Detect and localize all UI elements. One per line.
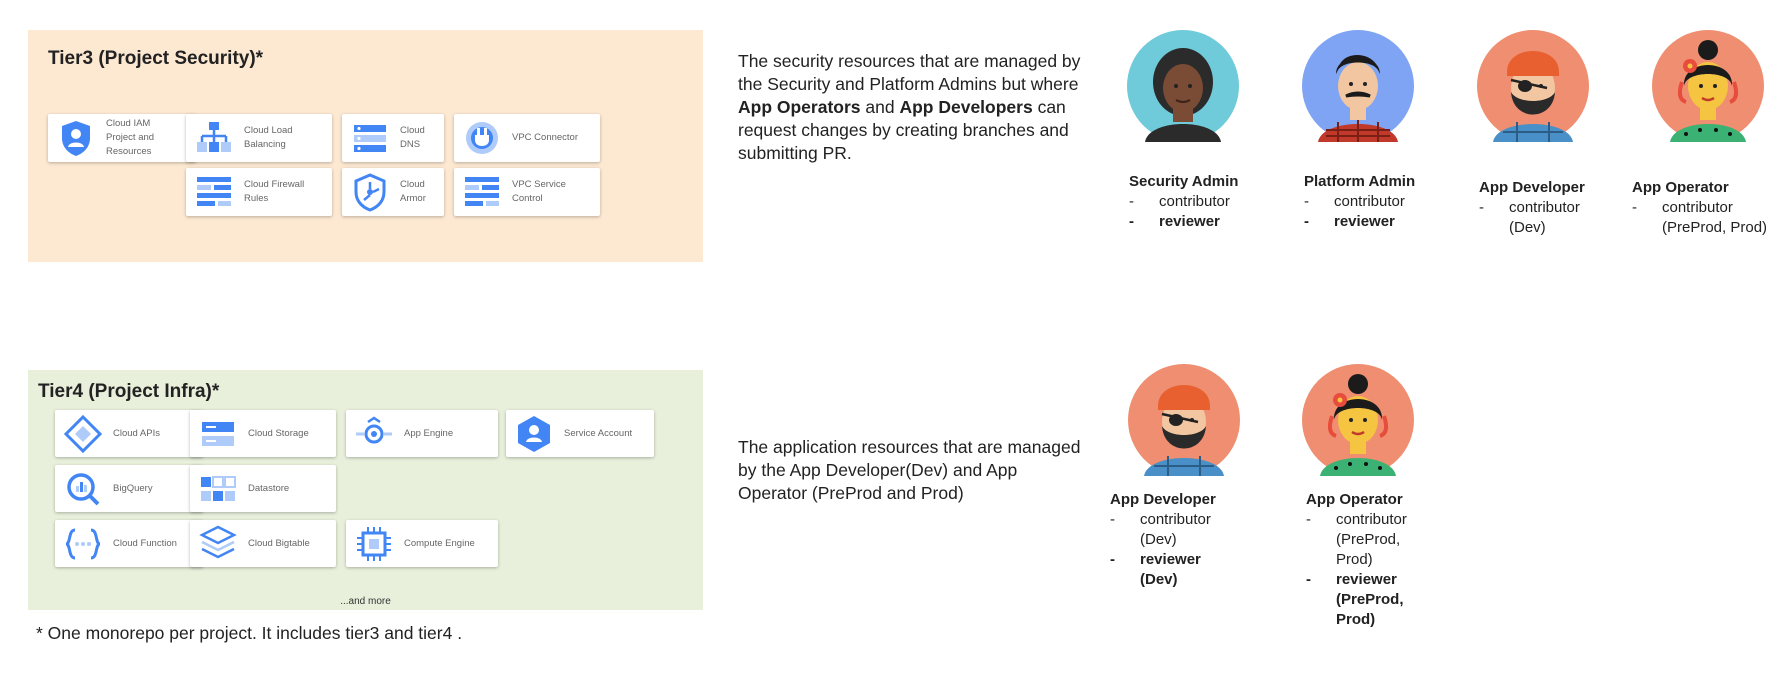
cloud-dns-icon bbox=[350, 118, 390, 158]
cloud-iam-icon bbox=[56, 118, 96, 158]
role-permission: reviewer (PreProd, Prod) bbox=[1306, 570, 1436, 630]
cloud-load-balancing-icon bbox=[194, 118, 234, 158]
card-label: Cloud Load Balancing bbox=[244, 125, 293, 150]
tier3-card-vpc-connector: VPC Connector bbox=[454, 114, 600, 162]
description-text: and bbox=[860, 97, 900, 117]
description-text: The security resources that are managed … bbox=[738, 51, 1081, 94]
tier3-card-cloud-firewall-rules: Cloud Firewall Rules bbox=[186, 168, 332, 216]
tier3-title: Tier3 (Project Security)* bbox=[48, 48, 264, 69]
tier4-description: The application resources that are manag… bbox=[738, 437, 1081, 503]
vpc-service-control-icon bbox=[462, 172, 502, 212]
platform-admin-avatar bbox=[1302, 30, 1414, 142]
tier3-card-vpc-service-control: VPC Service Control bbox=[454, 168, 600, 216]
app-operator-avatar bbox=[1302, 364, 1414, 476]
app-operator-avatar bbox=[1652, 30, 1764, 142]
cloud-function-icon bbox=[63, 524, 103, 564]
cloud-firewall-rules-icon bbox=[194, 172, 234, 212]
card-label: Cloud DNS bbox=[400, 125, 425, 150]
description-text: can request changes by creating branches… bbox=[738, 97, 1069, 163]
tier4-card-cloud-apis: Cloud APIs bbox=[55, 410, 203, 457]
card-label: BigQuery bbox=[113, 482, 153, 494]
description-emphasis: App Operators bbox=[738, 97, 861, 117]
role-name: Platform Admin bbox=[1304, 173, 1416, 190]
tier3-card-cloud-load-balancing: Cloud Load Balancing bbox=[186, 114, 332, 162]
role-block: App Developer contributor (Dev)reviewer (… bbox=[1110, 490, 1240, 590]
card-label: VPC Connector bbox=[512, 132, 579, 143]
role-name: App Developer bbox=[1479, 179, 1585, 196]
role-name: App Operator bbox=[1306, 491, 1403, 508]
compute-engine-icon bbox=[354, 524, 394, 564]
role-permission: reviewer bbox=[1304, 212, 1434, 232]
tier3-card-cloud-dns: Cloud DNS bbox=[342, 114, 444, 162]
card-label: Cloud Function bbox=[113, 537, 177, 549]
role-permission: contributor (Dev) bbox=[1110, 510, 1240, 550]
role-block: App Developer contributor (Dev) bbox=[1479, 178, 1604, 238]
tier4-title: Tier4 (Project Infra)* bbox=[38, 381, 220, 402]
tier4-card-cloud-function: Cloud Function bbox=[55, 520, 203, 567]
datastore-icon bbox=[198, 469, 238, 509]
tier4-card-app-engine: App Engine bbox=[346, 410, 498, 457]
card-label: Datastore bbox=[248, 482, 290, 494]
role-block: App Operator contributor (PreProd, Prod)r… bbox=[1306, 490, 1436, 630]
role-permission: contributor bbox=[1129, 192, 1259, 212]
card-label: Cloud Armor bbox=[400, 179, 426, 204]
role-name: App Developer bbox=[1110, 491, 1216, 508]
card-label: Cloud Firewall Rules bbox=[244, 179, 305, 204]
security-admin-avatar bbox=[1127, 30, 1239, 142]
tier3-card-cloud-armor: Cloud Armor bbox=[342, 168, 444, 216]
tier4-card-compute-engine: Compute Engine bbox=[346, 520, 498, 567]
role-permission: reviewer bbox=[1129, 212, 1259, 232]
card-label: Cloud Storage bbox=[248, 427, 309, 439]
role-permission: contributor (Dev) bbox=[1479, 198, 1604, 238]
tier4-card-cloud-bigtable: Cloud Bigtable bbox=[190, 520, 336, 567]
tier3-description: The security resources that are managed … bbox=[738, 50, 1088, 165]
role-block: Security Admin contributorreviewer bbox=[1129, 172, 1259, 232]
cloud-bigtable-icon bbox=[198, 524, 238, 564]
card-label: Compute Engine bbox=[404, 537, 475, 549]
service-account-icon bbox=[514, 414, 554, 454]
app-engine-icon bbox=[354, 414, 394, 454]
cloud-apis-icon bbox=[63, 414, 103, 454]
card-label: App Engine bbox=[404, 427, 454, 439]
role-block: App Operator contributor (PreProd, Prod) bbox=[1632, 178, 1772, 238]
role-name: Security Admin bbox=[1129, 173, 1239, 190]
card-label: Service Account bbox=[564, 427, 633, 439]
cloud-armor-icon bbox=[350, 172, 390, 212]
cloud-storage-icon bbox=[198, 414, 238, 454]
tier4-card-bigquery: BigQuery bbox=[55, 465, 203, 512]
app-developer-avatar bbox=[1477, 30, 1589, 142]
role-name: App Operator bbox=[1632, 179, 1729, 196]
card-label: Cloud Bigtable bbox=[248, 537, 310, 549]
and-more-label: ...and more bbox=[340, 596, 391, 607]
role-permission: contributor (PreProd, Prod) bbox=[1632, 198, 1772, 238]
tier4-card-datastore: Datastore bbox=[190, 465, 336, 512]
role-permission: contributor (PreProd, Prod) bbox=[1306, 510, 1436, 570]
card-label: Cloud APIs bbox=[113, 427, 160, 439]
tier4-card-cloud-storage: Cloud Storage bbox=[190, 410, 336, 457]
role-block: Platform Admin contributorreviewer bbox=[1304, 172, 1434, 232]
role-permission: contributor bbox=[1304, 192, 1434, 212]
card-label: VPC Service Control bbox=[512, 179, 566, 204]
footnote: * One monorepo per project. It includes … bbox=[36, 623, 463, 643]
app-developer-avatar bbox=[1128, 364, 1240, 476]
tier4-panel: Tier4 (Project Infra)* Cloud APIs Cloud S… bbox=[28, 370, 703, 610]
description-emphasis: App Developers bbox=[899, 97, 1033, 117]
role-permission: reviewer (Dev) bbox=[1110, 550, 1240, 590]
vpc-connector-icon bbox=[462, 118, 502, 158]
tier4-card-service-account: Service Account bbox=[506, 410, 654, 457]
bigquery-icon bbox=[63, 469, 103, 509]
